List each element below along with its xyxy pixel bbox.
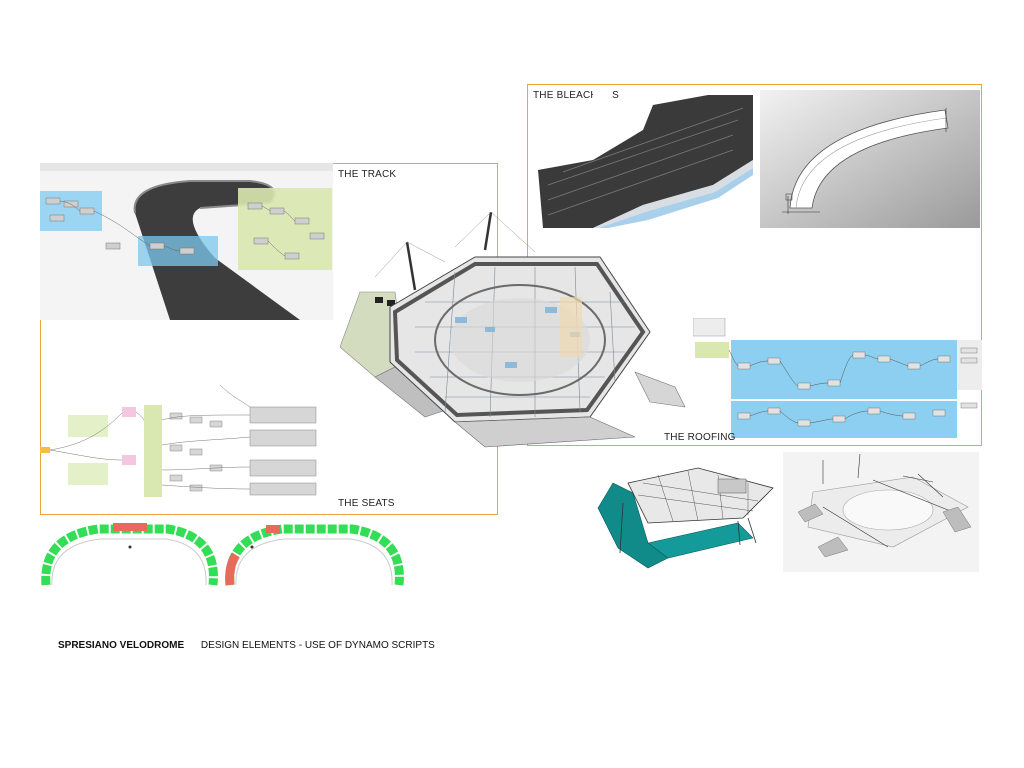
bleachers-label: THE BLEACHERS (533, 90, 619, 101)
track-dynamo-image (40, 163, 333, 320)
seating-plan-right (222, 517, 409, 589)
roof-structure-teal-image (588, 463, 780, 575)
seats-label: THE SEATS (338, 498, 395, 509)
roofing-dynamo-image (693, 318, 982, 438)
page-caption: SPRESIANO VELODROME DESIGN ELEMENTS - US… (58, 640, 435, 651)
caption-title: SPRESIANO VELODROME (58, 640, 185, 651)
seating-plan-left (38, 517, 223, 589)
track-label: THE TRACK (338, 169, 397, 180)
bleachers-3d-image (533, 90, 753, 228)
velodrome-3d-model (335, 212, 690, 457)
caption-subtitle: DESIGN ELEMENTS - USE OF DYNAMO SCRIPTS (200, 640, 435, 651)
bleacher-profile-image (760, 90, 980, 228)
seats-dynamo-image (40, 385, 340, 497)
roofing-label: THE ROOFING (664, 432, 736, 443)
roof-structure-gray-image (783, 452, 979, 572)
